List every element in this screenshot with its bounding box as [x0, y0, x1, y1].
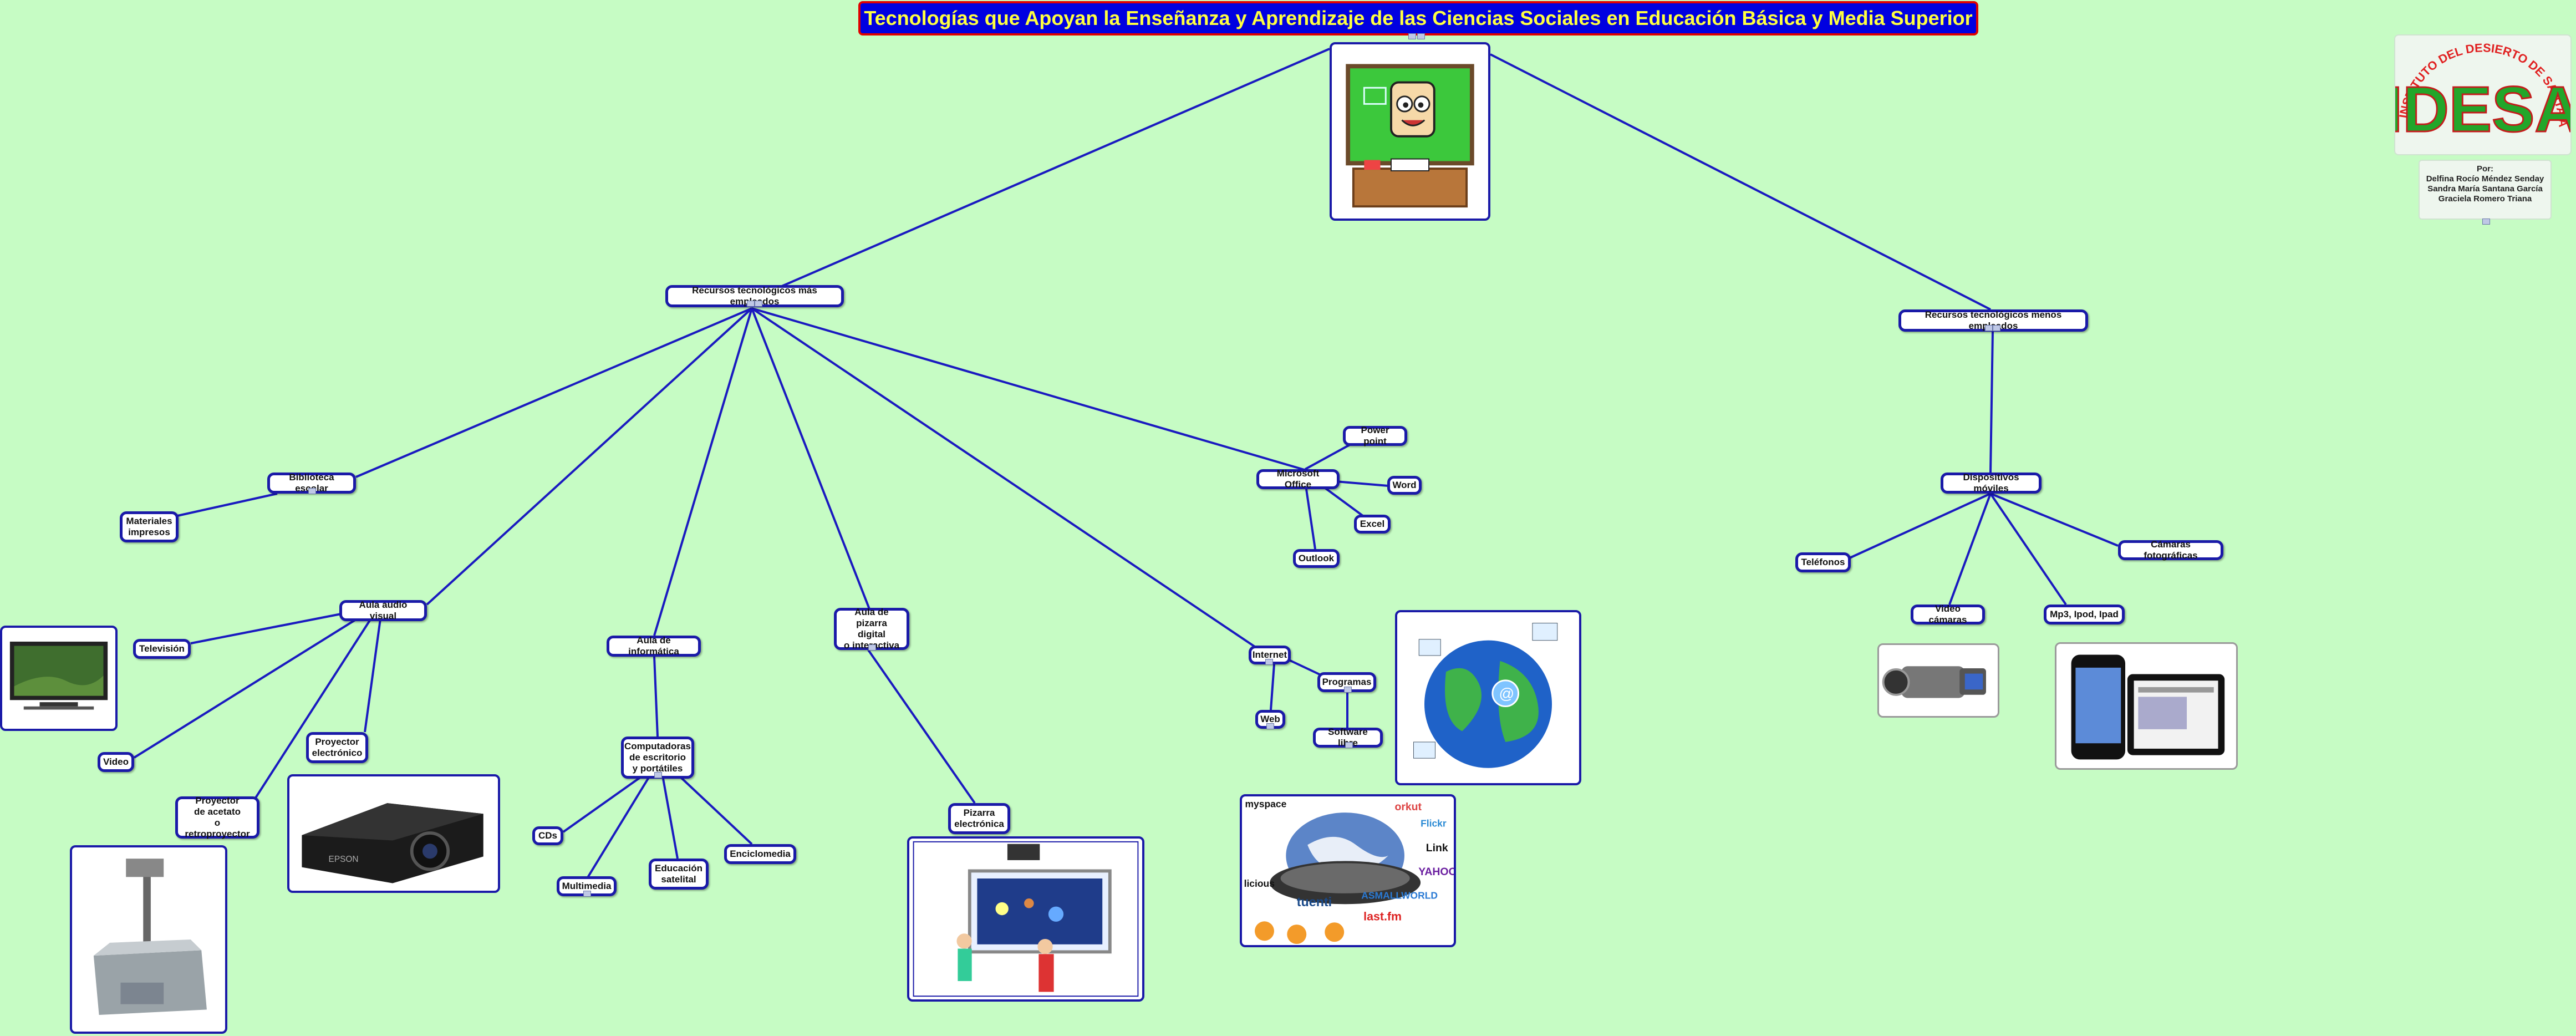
connector-line	[1948, 493, 1992, 605]
node-enciclomedia[interactable]: Enciclomedia	[724, 844, 796, 864]
connector-line	[190, 612, 344, 644]
node-proyector-electronico[interactable]: Proyector electrónico	[306, 732, 368, 763]
node-telefonos[interactable]: Teléfonos	[1795, 552, 1851, 572]
connector-line	[781, 48, 1330, 287]
logo-delicious: licious	[1244, 878, 1275, 889]
expand-toggle[interactable]	[1265, 659, 1273, 665]
connector-line	[867, 649, 976, 804]
authors-label: Por:	[2477, 164, 2493, 174]
logo-yahoo: YAHOO!	[1418, 866, 1454, 878]
overhead-projector-image	[70, 845, 227, 1034]
connector-line	[1849, 492, 1991, 559]
node-excel[interactable]: Excel	[1354, 515, 1391, 534]
logo-tuenti: tuenti	[1297, 895, 1332, 909]
expand-toggle[interactable]	[1345, 742, 1353, 748]
node-outlook[interactable]: Outlook	[1293, 549, 1340, 568]
mobile-devices-image	[2055, 642, 2238, 770]
connector-line	[662, 778, 679, 859]
video-camera-image	[1877, 643, 1999, 718]
node-camaras-fotograficas[interactable]: Cámaras fotográficas	[2118, 539, 2223, 561]
authors-box: Por: Delfina Rocío Méndez Senday Sandra …	[2419, 160, 2552, 220]
connector-line	[1990, 492, 2119, 547]
idesa-logo: INSTITUTO DEL DESIERTO DE SANTA ANA IDES…	[2384, 24, 2576, 155]
author-name: Sandra María Santana García	[2427, 184, 2543, 194]
logo-link: Link	[1426, 842, 1448, 854]
svg-text:EPSON: EPSON	[329, 855, 359, 864]
node-materiales-impresos[interactable]: Materiales impresos	[120, 511, 179, 542]
expand-toggle[interactable]	[2482, 219, 2490, 225]
expand-toggle[interactable]	[755, 301, 762, 307]
logo-asmallworld: ASMALLWORLD	[1361, 890, 1438, 901]
internet-globe-image: @	[1395, 610, 1581, 785]
interactive-whiteboard-image	[907, 836, 1144, 1002]
node-video[interactable]: Video	[98, 752, 134, 772]
social-networks-image: myspace orkut Flickr Link YAHOO! licious…	[1240, 794, 1456, 947]
node-word[interactable]: Word	[1387, 476, 1422, 495]
node-cds[interactable]: CDs	[532, 826, 563, 845]
television-image	[0, 626, 118, 731]
node-dispositivos-moviles[interactable]: Dispositivos móviles	[1941, 472, 2042, 494]
node-aula-informatica[interactable]: Aula de informática	[607, 635, 701, 657]
connector-line	[653, 656, 659, 737]
node-television[interactable]: Televisión	[133, 639, 191, 659]
expand-toggle[interactable]	[1408, 33, 1416, 39]
connector-line	[751, 307, 1264, 653]
connector-line	[355, 307, 752, 478]
expand-toggle[interactable]	[1993, 325, 2000, 331]
connector-line	[1335, 480, 1389, 487]
author-name: Graciela Romero Triana	[2438, 194, 2532, 204]
expand-toggle[interactable]	[1417, 33, 1425, 39]
node-aula-audio-visual[interactable]: Aula audio visual	[339, 600, 427, 621]
projector-image: EPSON	[287, 774, 500, 893]
author-name: Delfina Rocío Méndez Senday	[2426, 174, 2544, 184]
node-proyector-acetato[interactable]: Proyector de acetato o retroproyector	[175, 795, 259, 839]
svg-text:@: @	[1499, 685, 1514, 702]
logo-myspace: myspace	[1245, 798, 1287, 809]
connector-line	[426, 307, 753, 606]
connector-line	[1324, 487, 1364, 517]
logo-orkut: orkut	[1394, 801, 1422, 813]
expand-toggle[interactable]	[1344, 687, 1352, 693]
map-title: Tecnologías que Apoyan la Enseñanza y Ap…	[858, 1, 1978, 35]
node-video-camaras[interactable]: Video cámaras	[1911, 603, 1985, 625]
expand-toggle[interactable]	[1985, 325, 1993, 331]
connector-line	[1490, 53, 1991, 311]
node-aula-pizarra[interactable]: Aula de pizarra digital o interactiva	[834, 607, 909, 651]
connector-line	[133, 616, 362, 759]
connector-line	[1989, 331, 1994, 473]
expand-toggle[interactable]	[308, 488, 316, 494]
teacher-cartoon-image	[1330, 42, 1490, 221]
connector-line	[364, 618, 381, 733]
node-power-point[interactable]: Power point	[1343, 425, 1407, 446]
connector-line	[751, 307, 1307, 471]
logo-idesa-text: IDESA	[2395, 73, 2570, 145]
connector-line	[587, 776, 650, 878]
node-microsoft-office[interactable]: Microsoft Office	[1256, 468, 1340, 490]
expand-toggle[interactable]	[1266, 723, 1274, 729]
connector-line	[254, 617, 373, 800]
connector-line	[751, 308, 870, 610]
connector-line	[177, 492, 278, 517]
expand-toggle[interactable]	[654, 772, 662, 778]
node-educacion-satelital[interactable]: Educación satelital	[649, 859, 709, 890]
expand-toggle[interactable]	[868, 644, 876, 651]
connector-line	[562, 774, 644, 833]
expand-toggle[interactable]	[747, 301, 755, 307]
connector-line	[1270, 664, 1275, 710]
connector-line	[1305, 443, 1352, 470]
connector-line	[1989, 492, 2067, 606]
logo-flickr: Flickr	[1421, 817, 1447, 829]
node-pizarra-electronica[interactable]: Pizarra electrónica	[948, 803, 1010, 834]
connector-line	[679, 775, 753, 845]
expand-toggle[interactable]	[583, 891, 591, 897]
node-mp3-ipod-ipad[interactable]: Mp3, Ipod, Ipad	[2044, 605, 2125, 624]
connector-line	[653, 308, 753, 636]
logo-lastfm: last.fm	[1363, 910, 1402, 923]
connector-line	[1305, 489, 1316, 550]
